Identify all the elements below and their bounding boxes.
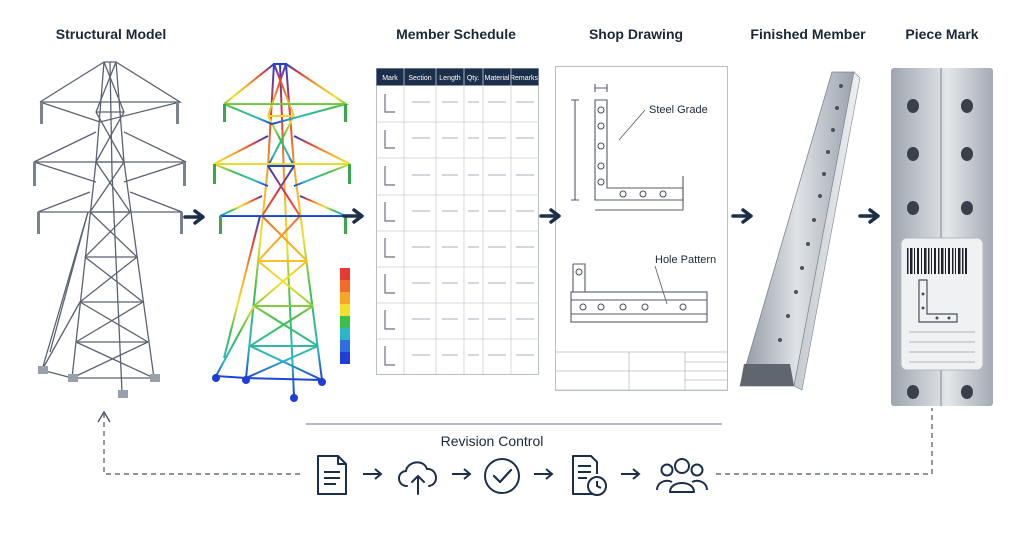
- stage-title-member-schedule: Member Schedule: [396, 26, 516, 42]
- schedule-header-material: Material: [485, 75, 510, 82]
- schedule-header-section: Section: [408, 75, 431, 82]
- stage-title-structural-model: Structural Model: [55, 26, 167, 42]
- workflow-arrow-3: [534, 468, 554, 480]
- flow-arrow-4: [731, 208, 753, 224]
- transmission-tower-model: [33, 61, 187, 398]
- stage-title-finished-member: Finished Member: [750, 26, 866, 42]
- document-clock-icon: [572, 455, 607, 496]
- document-icon: [317, 455, 347, 495]
- workflow-arrow-2: [452, 468, 472, 480]
- revision-loop-lines: [97, 408, 933, 475]
- cloud-upload-icon: [398, 461, 437, 495]
- flow-arrow-5: [858, 208, 880, 224]
- flow-arrow-3: [539, 208, 561, 224]
- users-icon: [656, 458, 708, 493]
- shop-drawing-sheet: Steel Grade Hole Pattern: [555, 66, 728, 391]
- callout-steel-grade: Steel Grade: [649, 104, 708, 116]
- piece-mark-photo: [891, 68, 993, 406]
- flow-arrow-1: [183, 209, 205, 225]
- callout-hole-pattern: Hole Pattern: [655, 254, 716, 266]
- member-schedule-table: Mark Section Length Qty. Material Remark…: [376, 68, 539, 375]
- stage-title-piece-mark: Piece Mark: [905, 26, 979, 42]
- flow-arrow-2: [342, 208, 364, 224]
- check-circle-icon: [484, 458, 520, 494]
- schedule-header-qty: Qty.: [467, 75, 479, 82]
- workflow-arrow-1: [363, 468, 383, 480]
- schedule-header-mark: Mark: [382, 75, 398, 82]
- schedule-header-length: Length: [439, 75, 461, 82]
- stress-color-scale: [340, 268, 350, 364]
- schedule-header-remarks: Remarks: [510, 75, 539, 82]
- stress-analysis-tower: [212, 63, 351, 402]
- revision-control-title: Revision Control: [440, 433, 544, 449]
- workflow-arrow-4: [621, 468, 641, 480]
- finished-member-channel: [739, 71, 861, 391]
- stage-title-shop-drawing: Shop Drawing: [588, 26, 684, 42]
